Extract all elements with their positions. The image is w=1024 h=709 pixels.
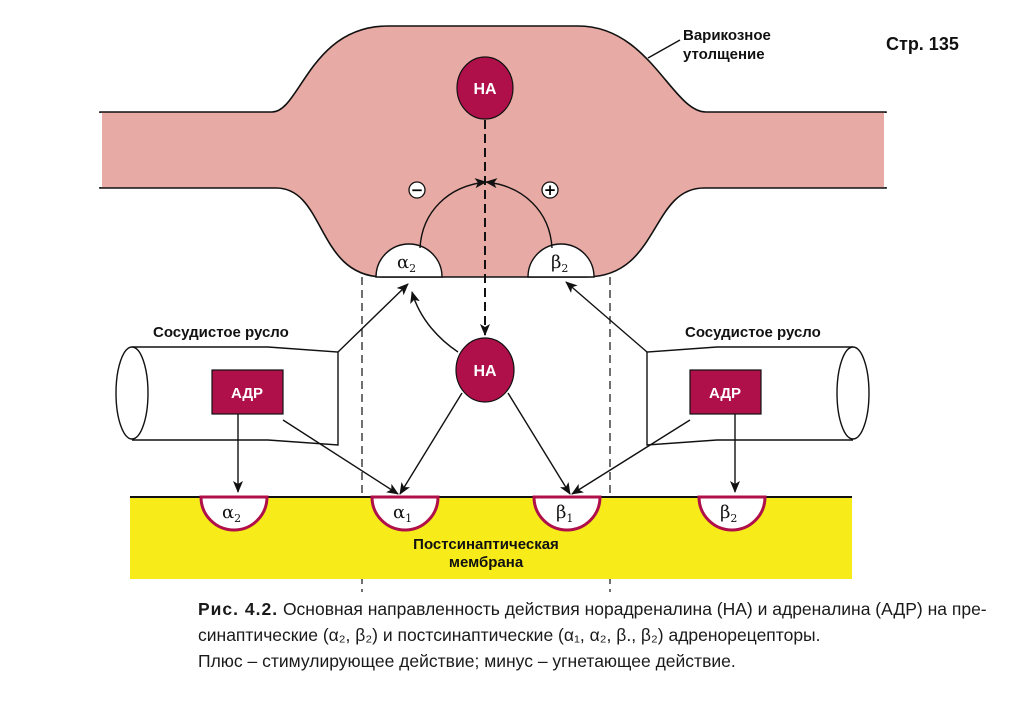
feedback-arc-right [485,178,553,249]
plus-sign: + [541,181,559,199]
varicose-label-line2: утолщение [683,46,765,63]
pre-beta2-receptor: β2 [527,243,595,278]
minus-sign: − [408,181,426,199]
svg-text:АДР: АДР [709,385,741,402]
arrow-adr-right-to-beta1 [571,419,691,495]
post-alpha1-receptor: α1 [370,495,440,532]
svg-text:−: − [411,181,424,199]
arrow-na-to-pre-alpha2 [410,291,459,353]
feedback-arc-left [419,178,487,249]
svg-text:α2: α2 [397,252,416,275]
vascular-label-right: Сосудистое русло [685,324,821,341]
caption-fig-number: Рис. 4.2. [198,599,279,619]
svg-text:НА: НА [473,363,497,380]
arrow-adr-left-to-alpha1 [282,419,399,495]
arrow-na-to-beta1 [507,392,571,495]
figure-caption: Рис. 4.2. Основная направленность действ… [198,596,998,674]
svg-text:β1: β1 [556,502,573,525]
svg-text:АДР: АДР [231,385,263,402]
caption-line2: синаптические (α₂, β₂) и постсинаптическ… [198,625,821,645]
caption-line1: Рис. 4.2. Основная направленность действ… [198,599,987,619]
arrow-adr-right-to-pre-beta2 [565,281,648,353]
vascular-label-left: Сосудистое русло [153,324,289,341]
post-alpha2-receptor: α2 [199,495,269,532]
membrane-label-line2: мембрана [449,554,524,571]
svg-text:НА: НА [473,81,497,98]
svg-text:α2: α2 [222,502,241,525]
membrane-label-line1: Постсинаптическая [413,536,559,553]
arrow-na-to-alpha1 [399,392,463,495]
arrow-adr-left-to-pre-alpha2 [337,283,409,353]
svg-text:+: + [544,181,557,199]
svg-text:β2: β2 [720,502,737,525]
caption-line3: Плюс – стимулирующее действие; минус – у… [198,651,736,671]
adr-left [211,369,284,415]
post-beta1-receptor: β1 [532,495,602,532]
varicose-label-line1: Варикозное [683,27,771,44]
svg-text:β2: β2 [551,252,568,275]
page-number: Стр. 135 [886,34,959,54]
adr-right [689,369,762,415]
post-beta2-receptor: β2 [697,495,767,532]
varicose-callout-line [647,39,681,59]
na-presynaptic: НА [456,56,514,120]
varicose-thickening [99,25,887,278]
pre-alpha2-receptor: α2 [375,243,443,278]
svg-text:α1: α1 [393,502,412,525]
na-cleft: НА [455,337,515,403]
